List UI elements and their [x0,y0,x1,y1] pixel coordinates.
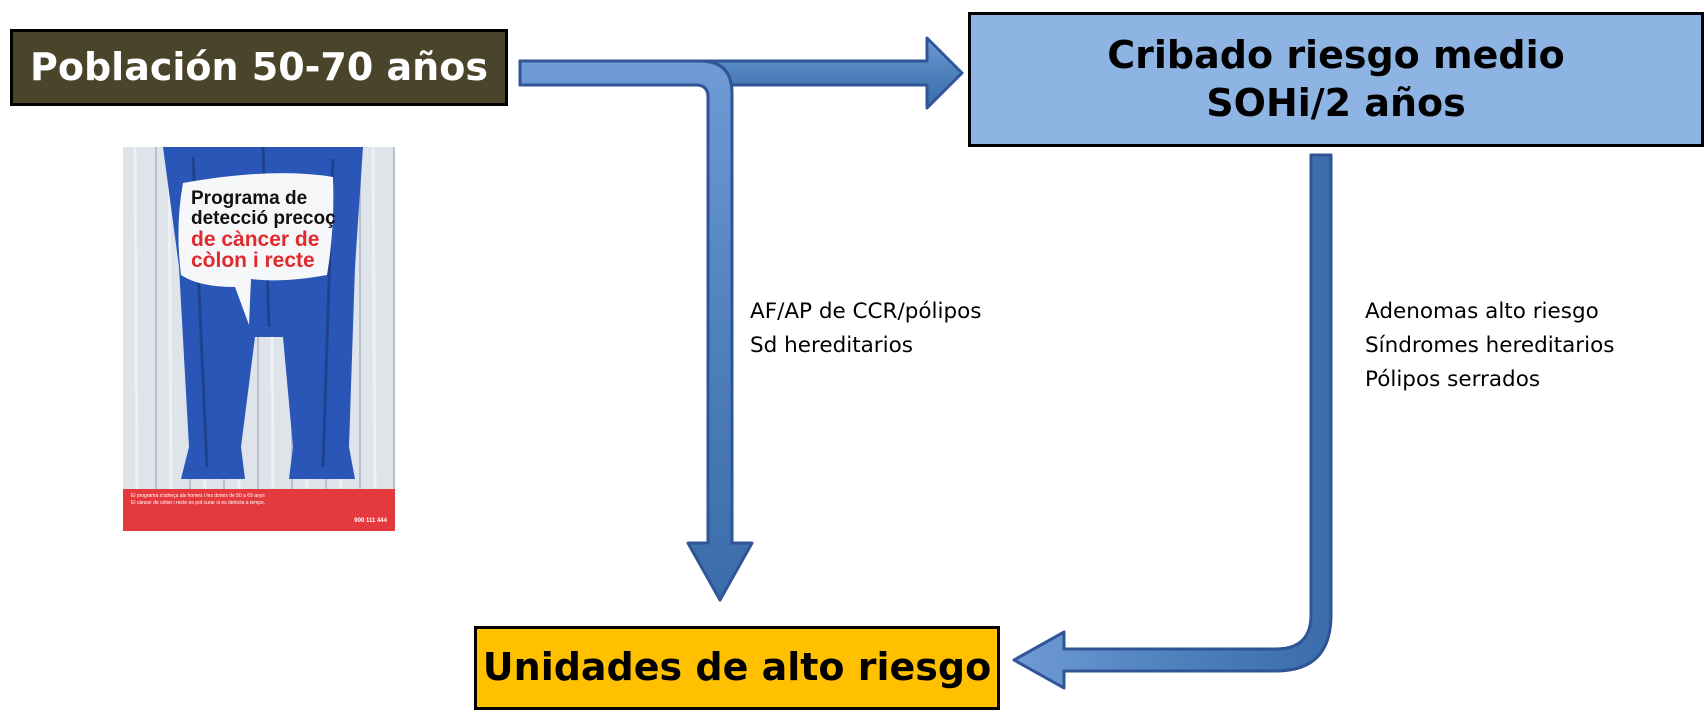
poster-footer-line: El programa s'adreça als homes i les don… [131,493,265,499]
poster-image: Programa de detecció precoç de càncer de… [123,147,395,531]
poster-footer: El programa s'adreça als homes i les don… [123,489,395,531]
edge-label-left: AF/AP de CCR/pólipos Sd hereditarios [750,295,982,363]
node-unidades-label: Unidades de alto riesgo [482,645,992,690]
poster-illustration [123,147,395,489]
poster-phone: 900 111 444 [354,518,387,524]
node-cribado-line1: Cribado riesgo medio [1107,33,1565,77]
edge-label-right-line: Pólipos serrados [1365,367,1541,392]
poster-footer-line: El càncer de còlon i recte es pot curar … [131,500,265,506]
edge-label-right-line: Síndromes hereditarios [1365,333,1615,358]
node-poblacion: Población 50-70 años [10,29,508,106]
node-unidades: Unidades de alto riesgo [474,626,1000,710]
edge-label-right: Adenomas alto riesgo Síndromes hereditar… [1365,295,1614,397]
edge-label-left-line: Sd hereditarios [750,333,913,358]
arrow-poblacion-to-unidades [518,59,754,602]
edge-label-right-line: Adenomas alto riesgo [1365,299,1599,324]
poster-title-line: Programa de [191,188,308,209]
poster-title-line: còlon i recte [191,249,315,272]
poster-title-line: detecció precoç [191,208,336,229]
arrow-cribado-to-unidades [1012,153,1333,690]
node-cribado: Cribado riesgo medio SOHi/2 años [968,12,1704,147]
poster-title-line: de càncer de [191,228,320,251]
node-poblacion-label: Población 50-70 años [30,44,488,89]
poster-title: Programa de detecció precoç de càncer de… [191,188,391,272]
edge-label-left-line: AF/AP de CCR/pólipos [750,299,982,324]
node-cribado-line2: SOHi/2 años [1206,80,1466,125]
